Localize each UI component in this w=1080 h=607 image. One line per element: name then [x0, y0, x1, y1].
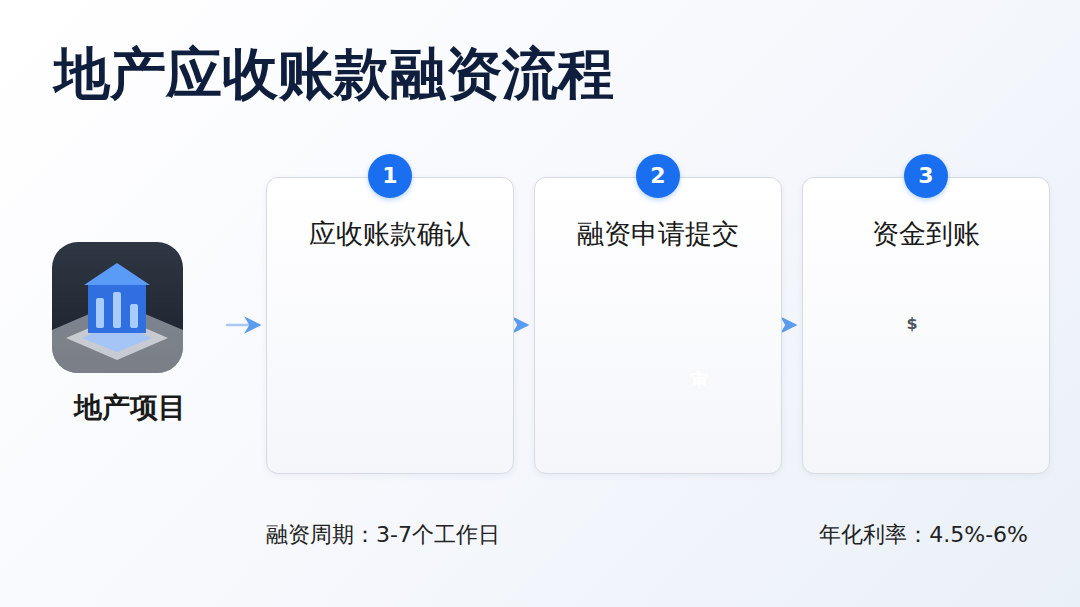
cycle-note: 融资周期：3-7个工作日 [266, 522, 500, 548]
app-icon-part [84, 263, 150, 285]
flow-arrow [522, 324, 526, 327]
step-number-badge: 2 [636, 154, 680, 198]
step-number: 3 [918, 162, 933, 191]
step-card: 资金到账3 [802, 177, 1050, 474]
project-label: 地产项目 [40, 242, 219, 426]
dollar-sign: $ [906, 314, 917, 333]
flow-arrow [790, 324, 794, 327]
step-number: 2 [650, 162, 665, 191]
review-badge-text: 审 [691, 370, 708, 390]
app-icon [52, 242, 183, 373]
step-card: 应收账款确认1 [266, 177, 514, 474]
app-icon-part [52, 242, 183, 373]
step-number-badge: 1 [368, 154, 412, 198]
step-card: 融资申请提交2 [534, 177, 782, 474]
app-icon-part [113, 292, 121, 328]
app-icon-part [88, 285, 146, 333]
rate-note: 年化利率：4.5%-6% [819, 522, 1028, 548]
app-icon-part [130, 304, 138, 328]
app-icon-part [96, 298, 104, 328]
diagram-title: 地产应收账款融资流程 [54, 40, 614, 107]
project-node: 地产项目 [40, 242, 219, 442]
step-number: 1 [382, 162, 397, 191]
step-number-badge: 3 [904, 154, 948, 198]
flow-arrow [227, 324, 258, 327]
